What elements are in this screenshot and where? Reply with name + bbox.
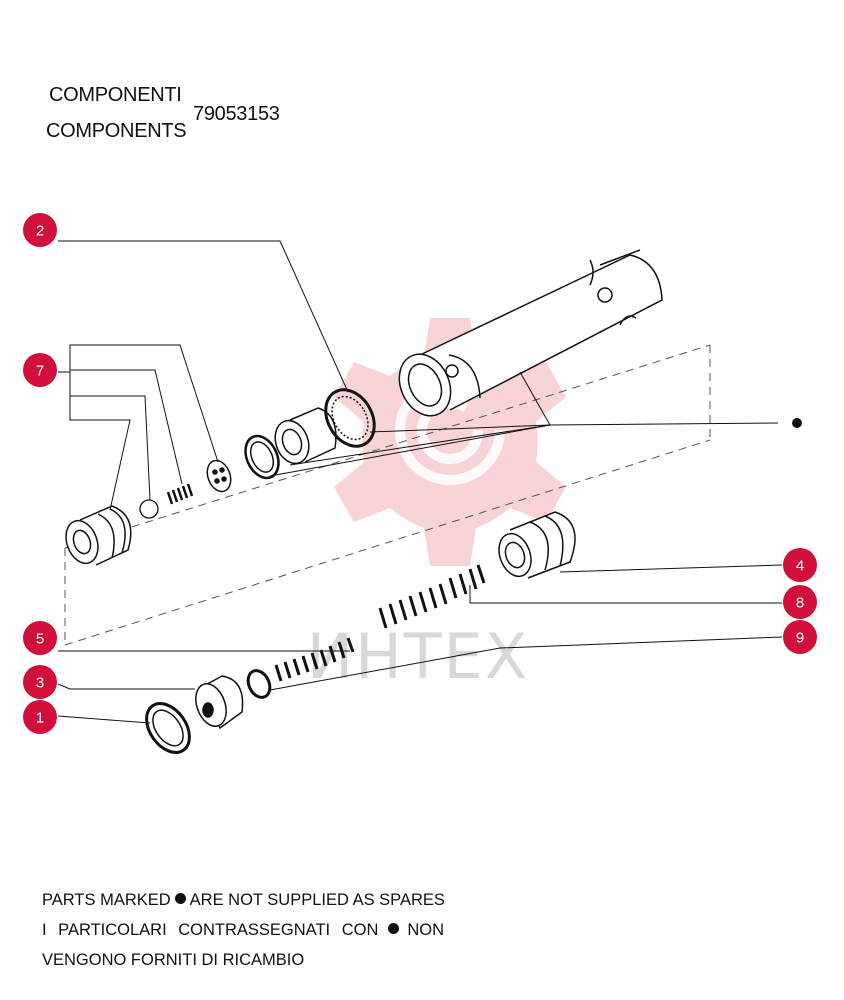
bullet-icon xyxy=(174,893,186,904)
bullet-icon xyxy=(388,923,400,934)
watermark-text: ИНТЕХ xyxy=(307,620,530,693)
svg-text:5: 5 xyxy=(36,631,44,648)
part-5-spring xyxy=(274,637,355,682)
ball-part xyxy=(139,499,159,519)
callout-1: 1 xyxy=(23,700,57,734)
valve-spool-part xyxy=(65,505,132,566)
bushing-part xyxy=(274,407,337,465)
callout-leader-lines xyxy=(57,240,783,724)
ring-2-part xyxy=(324,388,376,448)
callout-8: 8 xyxy=(783,585,817,619)
callout-5: 5 xyxy=(23,621,57,655)
footer-line-2: I PARTICOLARI CONTRASSEGNATI CON NON xyxy=(42,921,444,940)
small-spring-part xyxy=(166,483,194,505)
leader-lines-not-supplied xyxy=(269,371,779,477)
part-4-bushing xyxy=(498,511,576,579)
svg-text:8: 8 xyxy=(796,595,804,612)
footer-line-3: VENGONO FORNITI DI RICAMBIO xyxy=(42,951,305,969)
callout-9: 9 xyxy=(783,620,817,654)
oring-part xyxy=(244,434,280,480)
part-3-plug xyxy=(195,675,244,730)
main-tube-part xyxy=(398,249,663,417)
footer-line-2-before: I PARTICOLARI CONTRASSEGNATI CON xyxy=(42,921,379,939)
part-9-washer xyxy=(246,669,272,699)
assembly-dashed-frame xyxy=(64,344,711,646)
callout-7: 7 xyxy=(23,353,57,387)
svg-text:2: 2 xyxy=(36,223,44,240)
svg-text:9: 9 xyxy=(796,630,804,647)
not-supplied-marker xyxy=(792,418,802,428)
part-1-ring xyxy=(145,702,191,754)
svg-text:1: 1 xyxy=(36,710,44,727)
part-8-spring xyxy=(378,564,486,629)
svg-text:4: 4 xyxy=(796,558,804,575)
svg-text:3: 3 xyxy=(36,675,44,692)
callout-2: 2 xyxy=(23,213,57,247)
callout-4: 4 xyxy=(783,548,817,582)
title-english: COMPONENTS xyxy=(46,120,187,142)
footer-line-1: PARTS MARKED ARE NOT SUPPLIED AS SPARES xyxy=(42,891,445,910)
callout-3: 3 xyxy=(23,665,57,699)
part-number: 79053153 xyxy=(193,103,280,125)
svg-text:7: 7 xyxy=(36,363,44,380)
footer-line-2-after: NON xyxy=(407,921,445,939)
footer-line-1-after: ARE NOT SUPPLIED AS SPARES xyxy=(189,891,445,909)
filter-disc-part xyxy=(206,459,232,493)
title-italian: COMPONENTI xyxy=(49,84,182,106)
footer-line-1-before: PARTS MARKED xyxy=(42,891,171,909)
